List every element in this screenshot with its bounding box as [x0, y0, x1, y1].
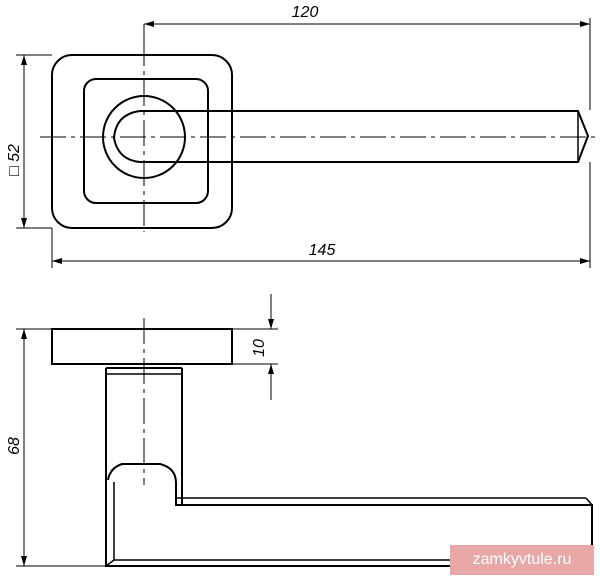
rosette-inner-square: [83, 78, 209, 204]
dimension-rosette-thickness-label: 10: [251, 339, 268, 357]
lever-side-outline: [105, 368, 593, 567]
side-view: [51, 328, 593, 567]
lever-side-bevel: [105, 559, 115, 567]
dimension-handle-height-label: 68: [6, 437, 23, 455]
watermark-text: zamkyvtule.ru: [472, 551, 572, 568]
dimension-top-width: [143, 18, 591, 110]
top-centerlines: [40, 40, 598, 232]
dimension-rosette-thickness: [232, 294, 278, 400]
rosette-outer-square: [51, 54, 233, 229]
top-view: [51, 54, 590, 229]
dimension-plate-square: [16, 54, 52, 229]
watermark-badge: zamkyvtule.ru: [450, 545, 594, 575]
lever-outline: [140, 110, 590, 163]
dimension-handle-height: [16, 328, 106, 567]
dimension-total-length: [51, 162, 591, 268]
dimension-plate-square-label: □ 52: [6, 144, 23, 176]
dimension-top-width-label: 120: [292, 4, 319, 21]
lever-root: [112, 110, 141, 163]
dimension-total-length-label: 145: [309, 242, 336, 259]
rosette-side: [51, 328, 233, 365]
